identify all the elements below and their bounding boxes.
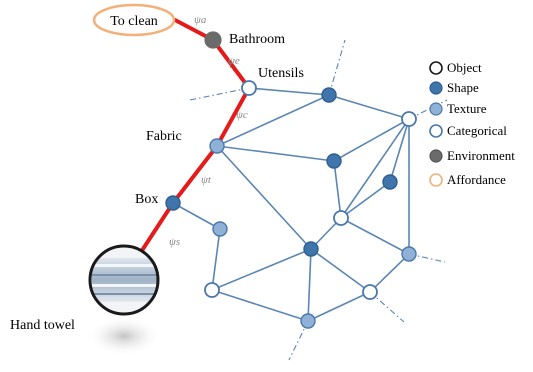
node-shape — [303, 241, 319, 257]
path-edge-texture — [171, 144, 219, 205]
node-categorical — [401, 111, 417, 127]
towel-stripe — [92, 284, 158, 287]
node-categorical — [204, 282, 220, 298]
towel-body — [92, 258, 158, 302]
legend-marker-affordance — [429, 173, 443, 187]
node-shape — [382, 174, 398, 190]
graph-edge — [328, 94, 410, 120]
node-texture — [300, 313, 316, 329]
legend-marker-shape — [429, 81, 443, 95]
towel-stripe — [92, 293, 158, 295]
path-edge-environment — [211, 38, 251, 90]
graph-edge — [211, 289, 309, 322]
graph-edge — [340, 118, 410, 219]
fabric-label: Fabric — [146, 129, 182, 144]
node-texture-fabric — [209, 138, 225, 154]
graph-nodes — [165, 31, 417, 329]
edge-label-shape: ψs — [169, 236, 180, 248]
graph-edge — [389, 118, 410, 183]
legend-marker-object — [429, 61, 443, 75]
graph-edge — [216, 145, 312, 250]
legend-label-shape: Shape — [447, 80, 479, 95]
graph-edge — [172, 202, 221, 230]
graph-edge — [216, 94, 330, 147]
legend: Object Shape Texture Categorical Environ… — [429, 60, 515, 187]
graph-edge — [211, 228, 221, 291]
edge-label-texture: ψt — [201, 174, 212, 186]
legend-marker-categorical — [429, 124, 443, 138]
stub-edge — [369, 291, 405, 323]
affordance-node — [92, 3, 176, 37]
node-categorical — [362, 284, 378, 300]
node-categorical-utensils — [241, 80, 257, 96]
graph-edge — [369, 253, 410, 293]
hand-towel-image — [88, 244, 160, 316]
graph-edge — [216, 145, 335, 162]
legend-label-texture: Texture — [447, 101, 487, 116]
edge-label-environment: ψe — [228, 55, 240, 67]
legend-label-environment: Environment — [447, 148, 515, 163]
node-shape-box — [165, 195, 181, 211]
node-shape — [321, 87, 337, 103]
node-environment-bathroom — [204, 31, 222, 49]
towel-stripe — [92, 274, 158, 276]
node-texture — [212, 221, 228, 237]
legend-marker-texture — [429, 102, 443, 116]
towel-shadow — [86, 316, 162, 356]
graph-edge — [307, 291, 371, 322]
graph-edge — [333, 160, 342, 219]
hand-towel-label: Hand towel — [10, 318, 75, 333]
stub-edge — [288, 320, 309, 361]
utensils-label: Utensils — [258, 66, 304, 81]
graph-edge — [333, 118, 410, 162]
path-edge-shape — [139, 201, 175, 254]
legend-marker-environment — [429, 149, 443, 163]
edge-label-categorical: ψc — [236, 109, 248, 121]
object-node-ring — [88, 244, 160, 316]
graph-edge — [340, 181, 391, 219]
bathroom-label: Bathroom — [229, 32, 285, 47]
path-edge-categorical — [215, 86, 251, 148]
node-categorical — [333, 210, 349, 226]
node-shape — [326, 153, 342, 169]
graph-edge — [310, 248, 371, 293]
towel-stripe — [92, 264, 158, 267]
legend-label-object: Object — [447, 60, 482, 75]
stub-edge — [328, 39, 346, 96]
node-texture — [401, 246, 417, 262]
edge-label-affordance: ψa — [194, 14, 207, 26]
stub-edge — [408, 253, 446, 263]
legend-label-affordance: Affordance — [447, 172, 506, 187]
box-label: Box — [135, 192, 158, 207]
stub-edge — [189, 87, 250, 101]
affordance-label: To clean — [110, 14, 158, 29]
graph-edge — [211, 248, 312, 291]
graph-edge — [248, 87, 330, 96]
graph-edge — [340, 217, 410, 255]
legend-label-categorical: Categorical — [447, 123, 507, 138]
graph-edge — [307, 248, 312, 322]
